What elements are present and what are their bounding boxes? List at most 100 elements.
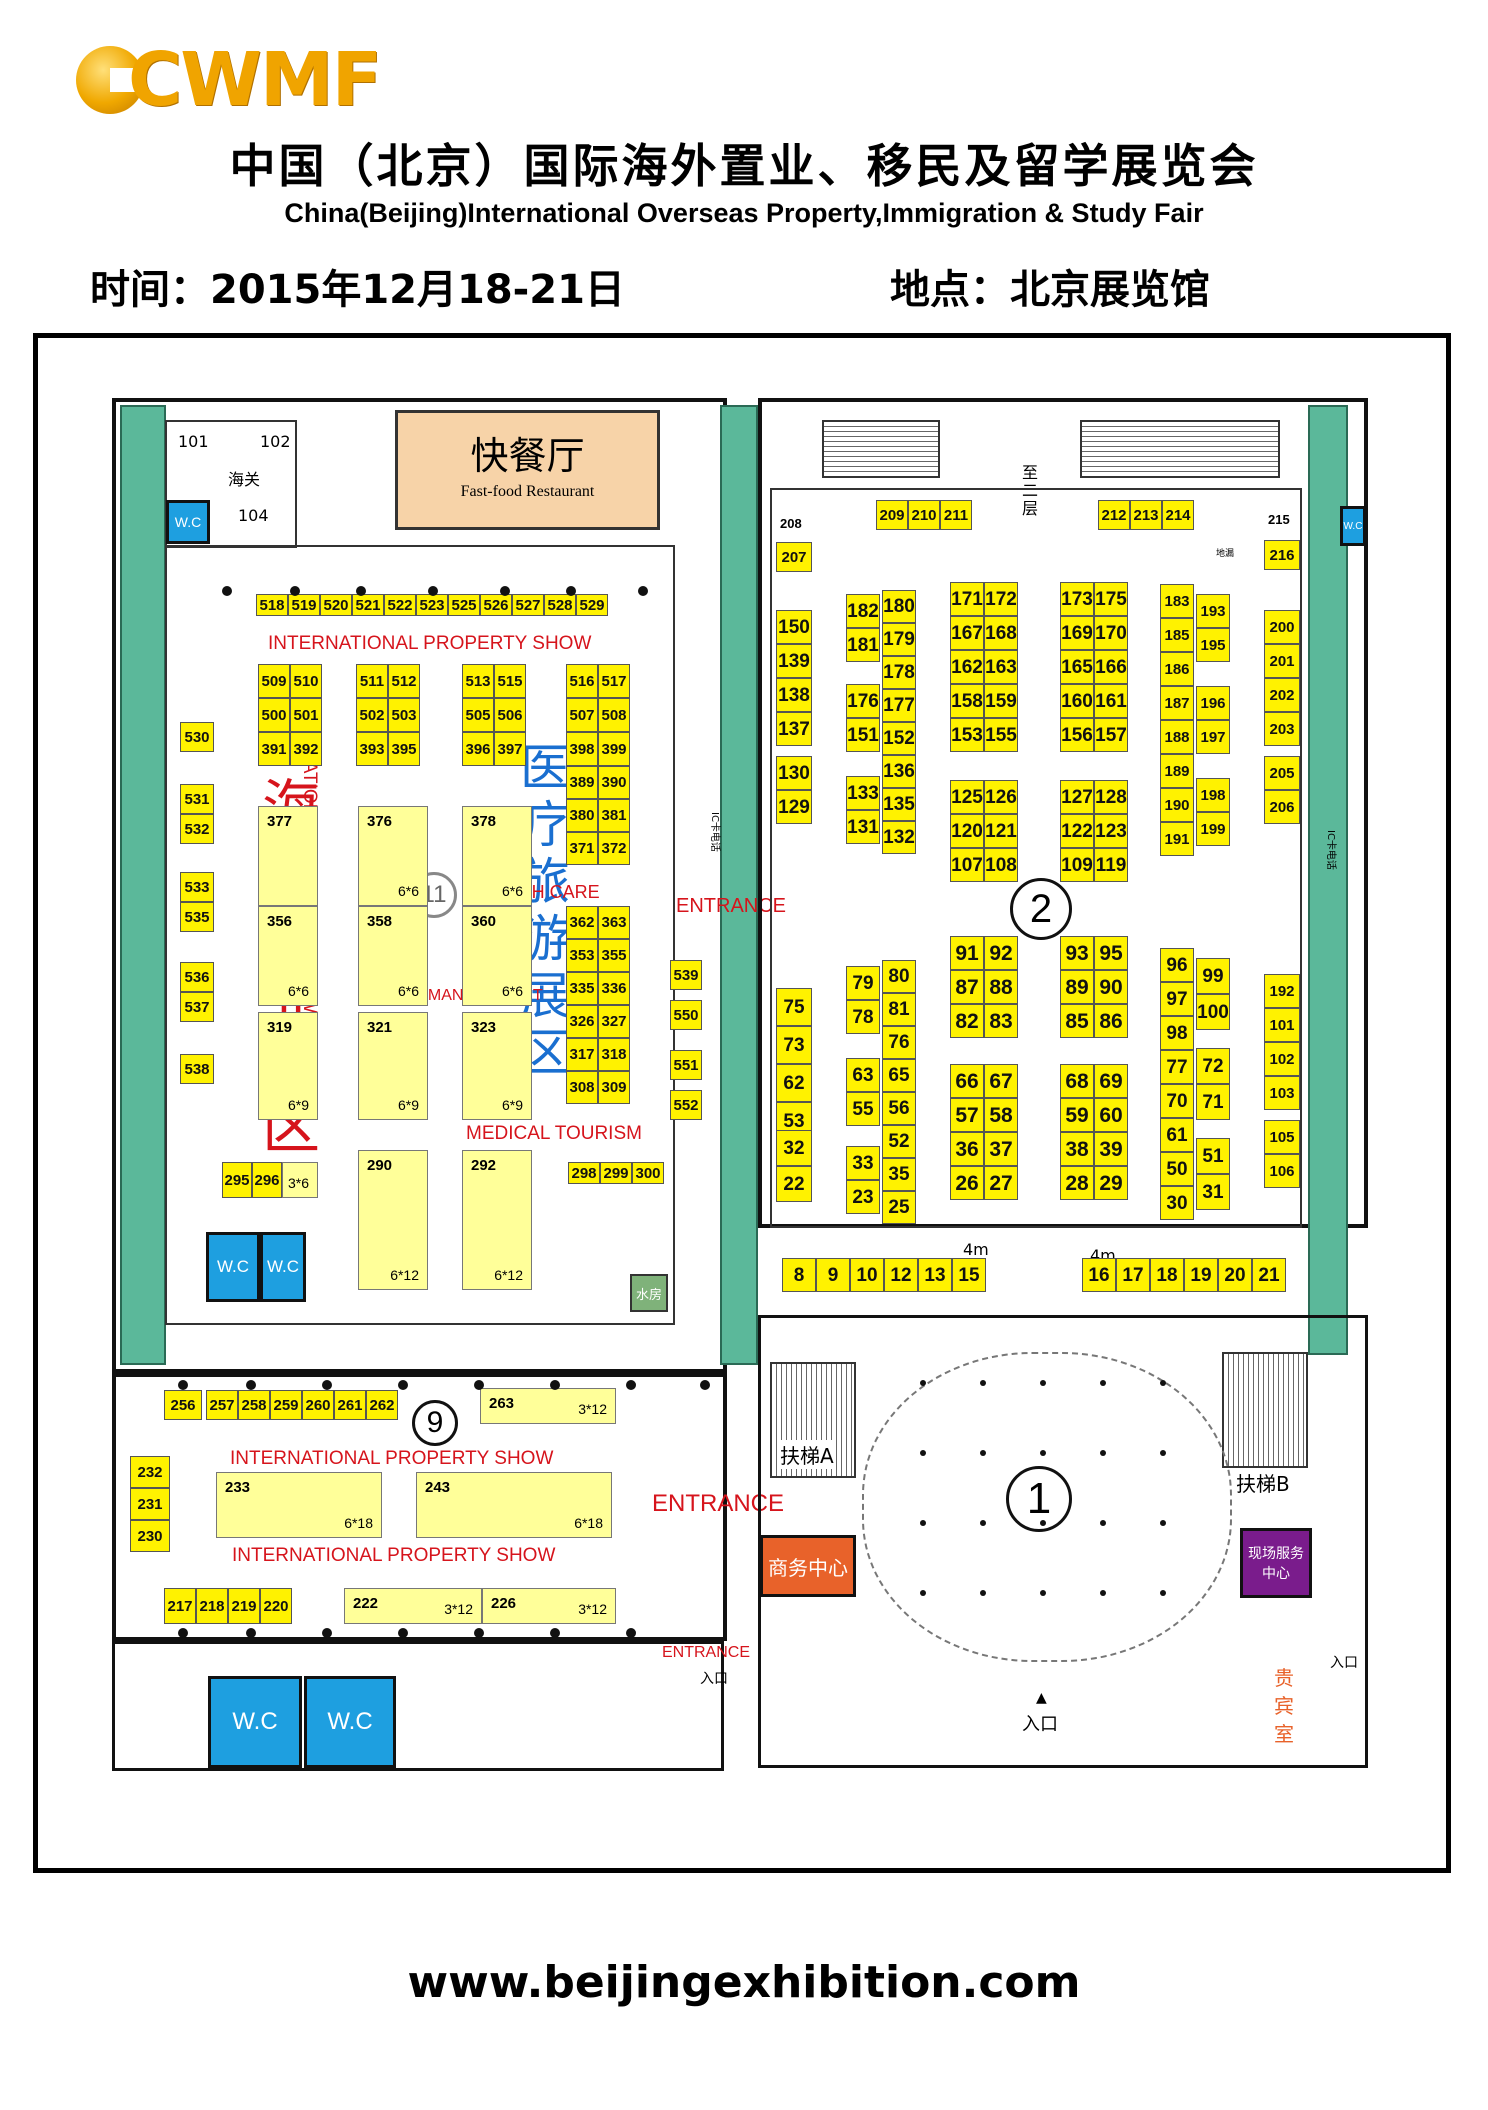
booth-68[interactable]: 68 [1060, 1064, 1094, 1098]
booth-39[interactable]: 39 [1094, 1132, 1128, 1166]
booth-531[interactable]: 531 [180, 784, 214, 814]
booth-18[interactable]: 18 [1150, 1258, 1184, 1292]
booth-95[interactable]: 95 [1094, 936, 1128, 970]
booth-97[interactable]: 97 [1160, 982, 1194, 1016]
booth-260[interactable]: 260 [302, 1390, 334, 1420]
booth-308[interactable]: 308 [566, 1071, 598, 1104]
booth-188[interactable]: 188 [1160, 720, 1194, 754]
booth-550[interactable]: 550 [670, 1000, 702, 1030]
booth-63[interactable]: 63 [846, 1058, 880, 1092]
booth-199[interactable]: 199 [1196, 812, 1230, 846]
booth-79[interactable]: 79 [846, 966, 880, 1000]
booth-59[interactable]: 59 [1060, 1098, 1094, 1132]
booth-396[interactable]: 396 [462, 732, 494, 766]
booth-177[interactable]: 177 [882, 689, 916, 722]
booth-317[interactable]: 317 [566, 1038, 598, 1071]
booth-502[interactable]: 502 [356, 698, 388, 732]
booth-528[interactable]: 528 [544, 594, 576, 616]
booth-506[interactable]: 506 [494, 698, 526, 732]
booth-186[interactable]: 186 [1160, 652, 1194, 686]
booth-256[interactable]: 256 [164, 1390, 202, 1420]
booth-183[interactable]: 183 [1160, 584, 1194, 618]
booth-525[interactable]: 525 [448, 594, 480, 616]
booth-505[interactable]: 505 [462, 698, 494, 732]
booth-123[interactable]: 123 [1094, 814, 1128, 848]
booth-83[interactable]: 83 [984, 1004, 1018, 1038]
booth-126[interactable]: 126 [984, 780, 1018, 814]
booth-191[interactable]: 191 [1160, 822, 1194, 856]
booth-231[interactable]: 231 [130, 1488, 170, 1520]
booth-516[interactable]: 516 [566, 664, 598, 698]
booth-66[interactable]: 66 [950, 1064, 984, 1098]
booth-153[interactable]: 153 [950, 718, 984, 752]
booth-82[interactable]: 82 [950, 1004, 984, 1038]
booth-78[interactable]: 78 [846, 1000, 880, 1034]
booth-90[interactable]: 90 [1094, 970, 1128, 1004]
booth-62[interactable]: 62 [776, 1064, 812, 1102]
booth-70[interactable]: 70 [1160, 1084, 1194, 1118]
booth-389[interactable]: 389 [566, 766, 598, 799]
booth-93[interactable]: 93 [1060, 936, 1094, 970]
booth-517[interactable]: 517 [598, 664, 630, 698]
booth-35[interactable]: 35 [882, 1158, 916, 1191]
booth-25[interactable]: 25 [882, 1191, 916, 1224]
booth-391[interactable]: 391 [258, 732, 290, 766]
booth-158[interactable]: 158 [950, 684, 984, 718]
booth-61[interactable]: 61 [1160, 1118, 1194, 1152]
booth-529[interactable]: 529 [576, 594, 608, 616]
booth-192[interactable]: 192 [1264, 974, 1300, 1008]
booth-101[interactable]: 101 [1264, 1008, 1300, 1042]
booth-106[interactable]: 106 [1264, 1154, 1300, 1188]
booth-355[interactable]: 355 [598, 939, 630, 972]
booth-181[interactable]: 181 [846, 628, 880, 662]
website-url[interactable]: www.beijingexhibition.com [407, 1957, 1081, 2008]
booth-363[interactable]: 363 [598, 906, 630, 939]
booth-512[interactable]: 512 [388, 664, 420, 698]
booth-160[interactable]: 160 [1060, 684, 1094, 718]
booth-187[interactable]: 187 [1160, 686, 1194, 720]
booth-393[interactable]: 393 [356, 732, 388, 766]
booth-519[interactable]: 519 [288, 594, 320, 616]
booth-38[interactable]: 38 [1060, 1132, 1094, 1166]
booth-362[interactable]: 362 [566, 906, 598, 939]
booth-218[interactable]: 218 [196, 1588, 228, 1624]
booth-196[interactable]: 196 [1196, 686, 1230, 720]
booth-131[interactable]: 131 [846, 810, 880, 844]
booth-180[interactable]: 180 [882, 590, 916, 623]
booth-125[interactable]: 125 [950, 780, 984, 814]
booth-178[interactable]: 178 [882, 656, 916, 689]
booth-9[interactable]: 9 [816, 1258, 850, 1292]
booth-176[interactable]: 176 [846, 684, 880, 718]
booth-210[interactable]: 210 [908, 500, 940, 530]
booth-80[interactable]: 80 [882, 960, 916, 993]
booth-75[interactable]: 75 [776, 988, 812, 1026]
booth-71[interactable]: 71 [1196, 1084, 1230, 1120]
booth-58[interactable]: 58 [984, 1098, 1018, 1132]
booth-201[interactable]: 201 [1264, 644, 1300, 678]
booth-213[interactable]: 213 [1130, 500, 1162, 530]
booth-171[interactable]: 171 [950, 582, 984, 616]
booth-81[interactable]: 81 [882, 993, 916, 1026]
booth-202[interactable]: 202 [1264, 678, 1300, 712]
booth-371[interactable]: 371 [566, 832, 598, 865]
booth-87[interactable]: 87 [950, 970, 984, 1004]
booth-8[interactable]: 8 [782, 1258, 816, 1292]
booth-205[interactable]: 205 [1264, 756, 1300, 790]
booth-195[interactable]: 195 [1196, 628, 1230, 662]
booth-52[interactable]: 52 [882, 1125, 916, 1158]
booth-60[interactable]: 60 [1094, 1098, 1128, 1132]
booth-152[interactable]: 152 [882, 722, 916, 755]
booth-99[interactable]: 99 [1196, 958, 1230, 994]
booth-19[interactable]: 19 [1184, 1258, 1218, 1292]
booth-390[interactable]: 390 [598, 766, 630, 799]
booth-33[interactable]: 33 [846, 1146, 880, 1180]
booth-91[interactable]: 91 [950, 936, 984, 970]
booth-197[interactable]: 197 [1196, 720, 1230, 754]
booth-167[interactable]: 167 [950, 616, 984, 650]
booth-13[interactable]: 13 [918, 1258, 952, 1292]
booth-36[interactable]: 36 [950, 1132, 984, 1166]
booth-510[interactable]: 510 [290, 664, 322, 698]
booth-89[interactable]: 89 [1060, 970, 1094, 1004]
booth-128[interactable]: 128 [1094, 780, 1128, 814]
